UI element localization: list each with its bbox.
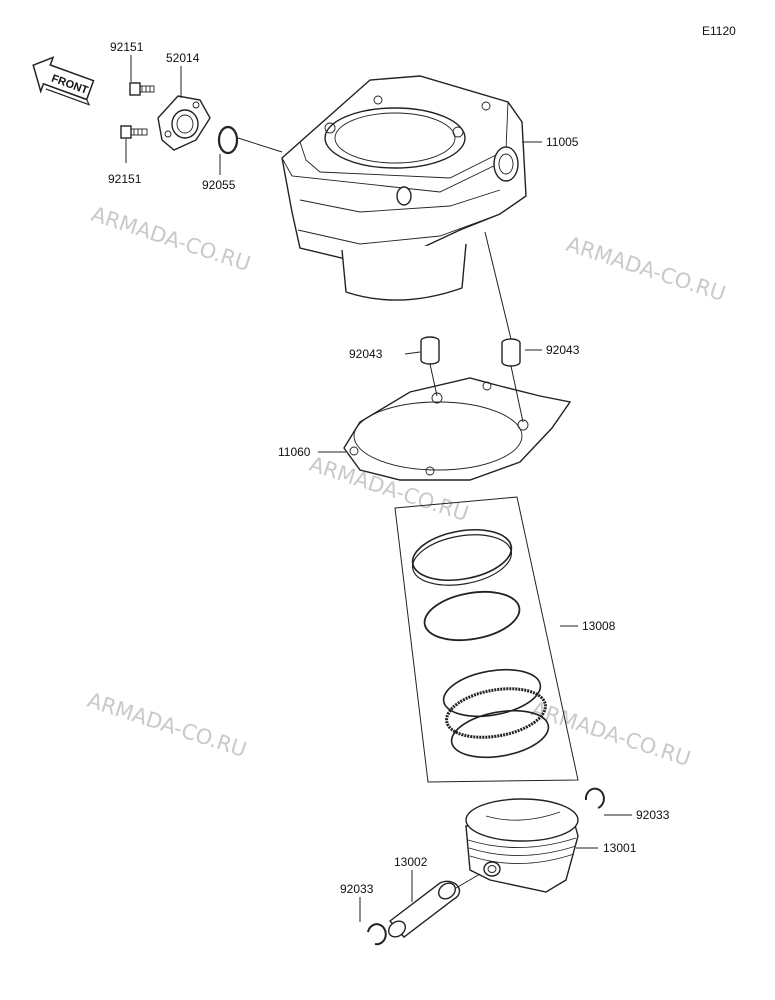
leader-lines [125, 55, 632, 922]
label-dowel-left: 92043 [349, 347, 383, 361]
label-piston: 13001 [603, 841, 637, 855]
piston-pin [388, 880, 461, 938]
label-ring-set: 13008 [582, 619, 616, 633]
watermark-1: ARMADA-CO.RU [88, 202, 253, 276]
bolt-bottom [120, 125, 148, 139]
label-cylinder: 11005 [546, 135, 579, 149]
piston [465, 798, 579, 893]
dowel-right [501, 338, 521, 367]
label-circlip-left: 92033 [340, 882, 374, 896]
watermark-5: ARMADA-CO.RU [528, 697, 693, 771]
bolt-top [129, 82, 155, 96]
label-piston-pin: 13002 [394, 855, 428, 869]
ring-set-frame [394, 496, 579, 783]
circlip-left [367, 923, 387, 946]
label-cylinder-gasket: 11060 [278, 445, 311, 459]
watermark-4: ARMADA-CO.RU [84, 688, 249, 762]
label-circlip-right: 92033 [636, 808, 670, 822]
o-ring [217, 125, 239, 155]
label-o-ring: 92055 [202, 178, 236, 192]
watermark-2: ARMADA-CO.RU [563, 232, 728, 306]
part-labels: 92151 52014 92151 92055 11005 92043 9204… [108, 40, 670, 896]
label-dowel-right: 92043 [546, 343, 580, 357]
cylinder [281, 75, 527, 301]
label-bolt-bottom: 92151 [108, 172, 142, 186]
dowel-left [420, 336, 440, 365]
diagram-code: E1120 [702, 24, 736, 38]
label-water-fitting: 52014 [166, 51, 200, 65]
ring-set [411, 529, 550, 759]
front-arrow-icon: FRONT [32, 56, 95, 106]
cylinder-gasket [343, 377, 572, 481]
circlip-right [584, 787, 605, 809]
water-fitting [157, 95, 211, 151]
label-bolt-top: 92151 [110, 40, 144, 54]
